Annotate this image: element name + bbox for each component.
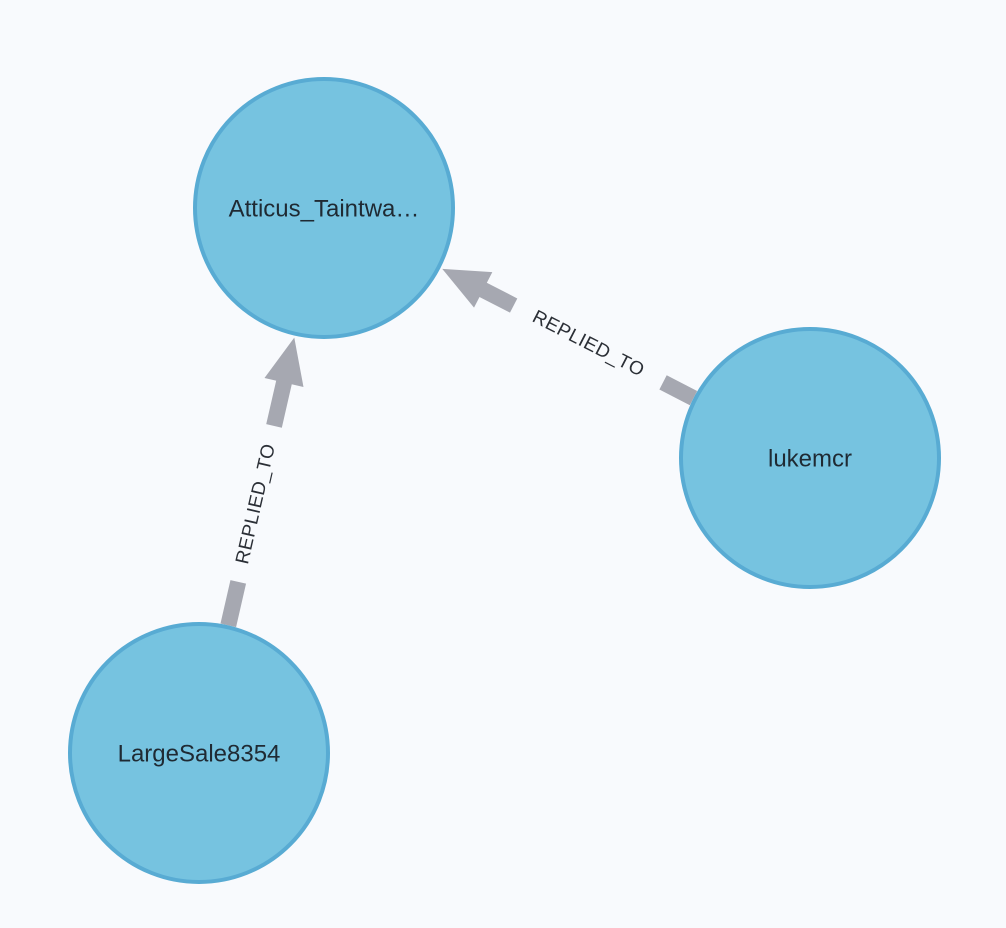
- node-largesale[interactable]: LargeSale8354: [68, 622, 330, 884]
- node-circle[interactable]: [679, 327, 941, 589]
- edge-line-segment: [266, 378, 293, 428]
- node-atticus[interactable]: Atticus_Taintwa…: [193, 77, 455, 339]
- edge-line-segment: [220, 580, 247, 628]
- arrowhead-icon: [264, 337, 304, 387]
- edge-line-segment: [659, 375, 698, 406]
- edge-line-segment: [477, 281, 518, 313]
- node-circle[interactable]: [68, 622, 330, 884]
- node-circle[interactable]: [193, 77, 455, 339]
- node-lukemcr[interactable]: lukemcr: [679, 327, 941, 589]
- arrowhead-icon: [442, 268, 493, 308]
